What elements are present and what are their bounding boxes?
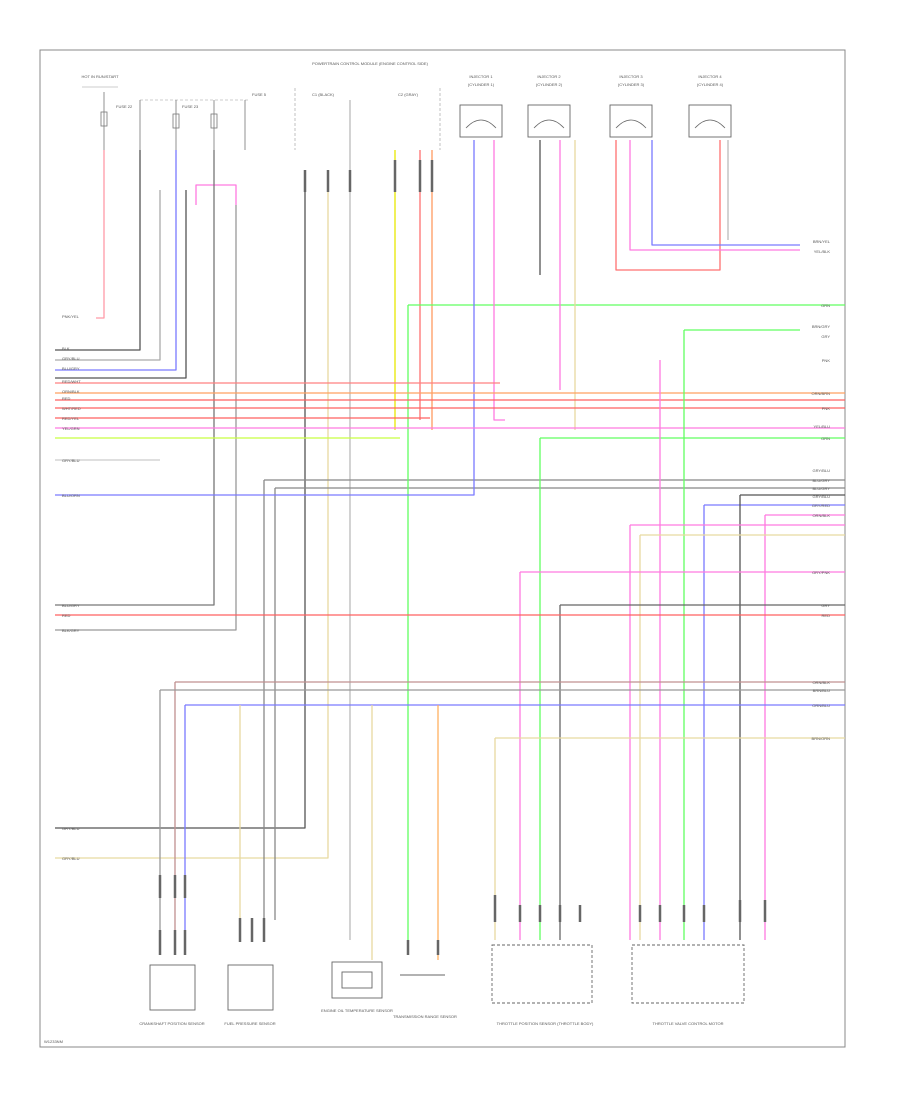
left-label-0: PNK/YEL	[62, 314, 80, 319]
diagram-code: W1233NM	[44, 1039, 63, 1044]
right-wire-labels: BRN/YEL YEL/BLK GRN BRN/GRY GRY PNK ORN/…	[812, 239, 831, 741]
wire-gry-left	[55, 150, 215, 606]
wire-pnk-inj4	[629, 140, 800, 251]
eot-sensor-inner	[341, 971, 373, 989]
left-label-7: WHT/RED	[62, 406, 81, 411]
right-label-12: BLU/GRY	[813, 486, 831, 491]
left-label-12: BLU/GRY	[62, 603, 80, 608]
fuel-pressure-sensor-box	[227, 964, 274, 1011]
right-label-9: GRN	[821, 436, 830, 441]
left-label-15: GRY/BLU	[62, 826, 80, 831]
wire-pnk-top	[195, 184, 237, 205]
injector-3-name: INJECTOR 3	[619, 74, 643, 79]
left-label-9: YEL/GRN	[62, 426, 80, 431]
wire-blu-inj1	[55, 140, 475, 496]
injector-4-name: INJECTOR 4	[698, 74, 722, 79]
right-label-13: GRY/BLU	[813, 494, 831, 499]
bottom-label-4: TRANSMISSION RANGE SENSOR	[393, 1014, 457, 1019]
left-label-5: ORN/BLK	[62, 389, 80, 394]
injector-1: INJECTOR 1 (CYLINDER 1)	[459, 74, 503, 138]
right-label-0: BRN/YEL	[813, 239, 831, 244]
wire-pnk-inj1	[493, 140, 505, 421]
fuse-label-b: FUSE 23	[182, 104, 199, 109]
left-label-14: BLK/GRY	[62, 628, 80, 633]
bottom-labels: CRANKSHAFT POSITION SENSOR FUEL PRESSURE…	[139, 1008, 723, 1026]
wire-blk-2	[55, 190, 187, 379]
injector-4: INJECTOR 4 (CYLINDER 4)	[688, 74, 732, 138]
ecm-conn-b: C2 (GRAY)	[398, 92, 419, 97]
left-label-11: BLU/ORN	[62, 493, 80, 498]
injector-1-conn: (CYLINDER 1)	[468, 82, 495, 87]
right-label-7: PNK	[822, 406, 831, 411]
right-label-19: ORN/BLK	[812, 680, 830, 685]
right-label-17: GRY	[821, 603, 830, 608]
wire-blu-gry-1	[55, 150, 177, 371]
right-label-21: ORN/BLU	[812, 703, 830, 708]
bottom-label-3: ENGINE OIL TEMPERATURE SENSOR	[321, 1008, 393, 1013]
right-label-2: GRN	[821, 303, 830, 308]
left-label-3: BLU/GRY	[62, 366, 80, 371]
left-label-16: GRY/BLU	[62, 856, 80, 861]
wire-blk-1	[55, 150, 141, 351]
right-label-1: YEL/BLK	[814, 249, 831, 254]
ecm-conn-a: C1 (BLACK)	[312, 92, 335, 97]
left-label-1: BLK	[62, 346, 70, 351]
right-label-22: BRN/ORN	[812, 736, 831, 741]
injector-2-name: INJECTOR 2	[537, 74, 561, 79]
tvc-motor-box	[631, 944, 745, 1004]
right-label-6: ORN/BRN	[812, 391, 831, 396]
eot-sensor-box	[331, 961, 383, 999]
left-label-8: RED/YEL	[62, 416, 80, 421]
right-label-15: ORN/BLK	[812, 513, 830, 518]
fuse-label-a: FUSE 22	[116, 104, 133, 109]
wire-tan-ecm	[55, 170, 329, 859]
diagram-border	[39, 49, 846, 1048]
fuse-block: HOT IN RUN/START FUSE 5 FUSE 22 FUSE 23	[81, 74, 267, 150]
right-label-14: GRY/RED	[812, 503, 830, 508]
wire-blk-ecm	[55, 170, 306, 829]
left-label-4: RED/WHT	[62, 379, 81, 384]
right-label-10: GRY/BLU	[813, 468, 831, 473]
right-label-3: BRN/GRY	[812, 324, 830, 329]
right-label-18: RED	[822, 613, 831, 618]
wire-blu-inj3	[651, 140, 800, 246]
fuse-label-c: FUSE 5	[252, 92, 267, 97]
bottom-label-6: THROTTLE VALVE CONTROL MOTOR	[653, 1021, 724, 1026]
injector-4-conn: (CYLINDER 4)	[697, 82, 724, 87]
injector-3: INJECTOR 3 (CYLINDER 3)	[609, 74, 653, 138]
ecm-block: POWERTRAIN CONTROL MODULE (ENGINE CONTRO…	[294, 61, 441, 150]
left-label-6: RED	[62, 396, 71, 401]
wire-gry-blu-1	[55, 190, 161, 361]
right-label-11: BLU/GRY	[813, 478, 831, 483]
injector-2-conn: (CYLINDER 2)	[536, 82, 563, 87]
right-label-20: BRN/BLU	[813, 688, 830, 693]
right-label-4: GRY	[821, 334, 830, 339]
bottom-components	[149, 944, 745, 1011]
right-label-16: GRY/PNK	[812, 570, 830, 575]
left-label-13: RED	[62, 613, 71, 618]
left-label-2: GRY/BLU	[62, 356, 80, 361]
left-label-10: GRY/BLU	[62, 458, 80, 463]
bottom-label-5: THROTTLE POSITION SENSOR (THROTTLE BODY)	[497, 1021, 594, 1026]
right-label-8: YEL/BLU	[814, 424, 831, 429]
wire-gry-left-2	[55, 205, 237, 631]
connector-marks	[158, 160, 767, 955]
ecm-title: POWERTRAIN CONTROL MODULE (ENGINE CONTRO…	[312, 61, 429, 66]
tps-box	[491, 944, 593, 1004]
wire-set	[55, 100, 845, 960]
wire-red-inj3	[615, 140, 721, 271]
ckp-sensor-box	[149, 964, 196, 1011]
right-label-5: PNK	[822, 358, 831, 363]
bottom-label-2: FUEL PRESSURE SENSOR	[224, 1021, 275, 1026]
wire-pnk-yel	[96, 150, 105, 319]
injector-group: INJECTOR 1 (CYLINDER 1) INJECTOR 2 (CYLI…	[459, 74, 732, 138]
fuse-block-title: HOT IN RUN/START	[81, 74, 119, 79]
injector-3-conn: (CYLINDER 3)	[618, 82, 645, 87]
left-wire-labels: PNK/YEL BLK GRY/BLU BLU/GRY RED/WHT ORN/…	[62, 314, 81, 861]
injector-2: INJECTOR 2 (CYLINDER 2)	[527, 74, 571, 138]
injector-1-name: INJECTOR 1	[469, 74, 493, 79]
bottom-label-1: CRANKSHAFT POSITION SENSOR	[139, 1021, 204, 1026]
